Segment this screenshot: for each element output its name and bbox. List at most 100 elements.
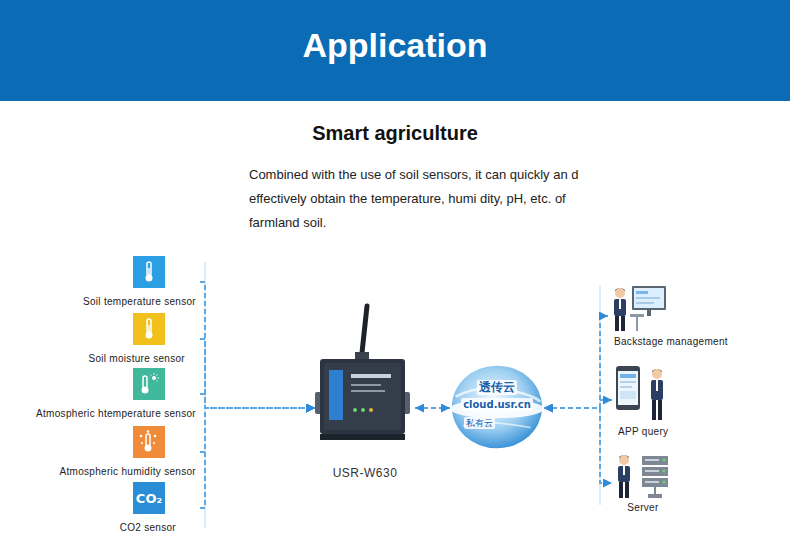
sensor-icon xyxy=(133,368,165,400)
sensor-node: Soil temperature sensor xyxy=(28,256,200,308)
graphic-part xyxy=(620,391,636,399)
cloud-row: 私有云 xyxy=(450,417,544,429)
graphic-part xyxy=(616,366,640,410)
icon-text: CO₂ xyxy=(136,491,162,506)
thermometer-glyph xyxy=(138,372,160,396)
graphic-part xyxy=(615,316,619,331)
graphic-part xyxy=(658,400,662,420)
graphic-part xyxy=(642,478,668,487)
graphic-part xyxy=(645,459,659,461)
data-connector xyxy=(200,339,315,408)
graphic-part xyxy=(154,435,157,438)
graphic-part xyxy=(642,467,668,476)
graphic-part xyxy=(351,374,391,378)
client-node: Backstage management xyxy=(608,284,738,348)
data-connector xyxy=(544,400,612,408)
client-label: Server xyxy=(612,502,674,514)
graphic-part xyxy=(620,381,636,383)
graphic-part xyxy=(614,299,626,316)
graphic-part xyxy=(320,359,405,434)
graphic-part xyxy=(634,288,664,308)
graphic-part xyxy=(619,299,621,309)
graphic-part xyxy=(656,380,658,391)
graphic-part xyxy=(618,466,630,482)
client-node: APP query xyxy=(612,362,676,438)
client-label: APP query xyxy=(612,426,676,438)
backstage-illustration xyxy=(608,284,668,334)
graphic-part xyxy=(157,381,158,382)
graphic-part xyxy=(329,370,343,420)
graphic-part xyxy=(148,268,150,276)
graphic-part xyxy=(612,452,674,500)
graphic-part xyxy=(351,384,381,386)
graphic-part xyxy=(623,466,625,475)
graphic-part xyxy=(652,369,662,379)
data-connector xyxy=(200,282,315,408)
section-heading: Smart agriculture xyxy=(0,120,790,146)
sensor-icon xyxy=(133,313,165,345)
cloud-text: 私有云 xyxy=(464,417,495,429)
graphic-part xyxy=(652,400,656,420)
graphic-part xyxy=(142,387,149,394)
cloud-node: 透传云cloud.usr.cn私有云 xyxy=(450,364,544,450)
thermometer-glyph xyxy=(140,260,158,284)
sensor-label: Atmospheric htemperature sensor xyxy=(28,408,196,420)
graphic-part xyxy=(369,408,373,412)
graphic-part xyxy=(619,455,629,465)
graphic-part xyxy=(620,386,632,388)
graphic-part xyxy=(654,487,656,494)
graphic-part xyxy=(147,430,150,433)
client-label: Backstage management xyxy=(608,336,738,348)
graphic-part xyxy=(642,456,668,465)
graphic-part xyxy=(663,481,666,484)
data-connector xyxy=(544,408,612,483)
graphic-part xyxy=(615,288,625,291)
graphic-part xyxy=(651,380,663,400)
graphic-part xyxy=(141,442,143,444)
graphic-part xyxy=(153,442,155,444)
graphic-part xyxy=(663,459,666,462)
sensor-node: Atmospheric htemperature sensor xyxy=(28,368,200,420)
connector-group xyxy=(200,282,612,508)
graphic-part xyxy=(351,390,385,392)
graphic-part xyxy=(151,375,152,376)
graphic-part xyxy=(648,494,662,498)
graphic-part xyxy=(647,310,651,316)
graphic-part xyxy=(652,369,662,372)
graphic-part xyxy=(151,373,160,382)
description-text: Combined with the use of soil sensors, i… xyxy=(249,163,601,235)
sensor-label: CO2 sensor xyxy=(28,522,176,534)
graphic-part xyxy=(143,376,147,388)
thermometer-glyph xyxy=(140,317,158,341)
client-node: Server xyxy=(612,452,674,514)
graphic-part xyxy=(630,314,644,317)
graphic-part xyxy=(148,325,150,333)
graphic-part xyxy=(147,319,151,333)
router-illustration xyxy=(315,300,415,462)
graphic-part xyxy=(361,408,365,412)
sensor-label: Atmospheric humidity sensor xyxy=(28,466,196,478)
sensor-node: Soil moisture sensor xyxy=(28,313,200,365)
graphic-part xyxy=(645,481,659,483)
graphic-part xyxy=(320,434,405,440)
graphic-part xyxy=(353,408,357,412)
sensor-node: Atmospheric humidity sensor xyxy=(28,426,200,478)
data-connector xyxy=(200,408,315,452)
graphic-part xyxy=(615,288,625,298)
graphic-part xyxy=(621,316,625,331)
graphic-part xyxy=(315,300,415,462)
sensor-label: Soil moisture sensor xyxy=(28,353,185,365)
graphic-part xyxy=(636,297,660,299)
sensor-icon: CO₂ xyxy=(133,482,165,514)
sensor-label: Soil temperature sensor xyxy=(28,296,196,308)
data-connector xyxy=(544,316,608,408)
cloud-text: cloud.usr.cn xyxy=(461,398,533,411)
graphic-part xyxy=(140,435,143,438)
graphic-part xyxy=(636,291,648,294)
graphic-part xyxy=(152,376,156,380)
thermometer-glyph xyxy=(138,430,160,454)
graphic-part xyxy=(619,455,629,458)
data-connector xyxy=(200,408,315,508)
